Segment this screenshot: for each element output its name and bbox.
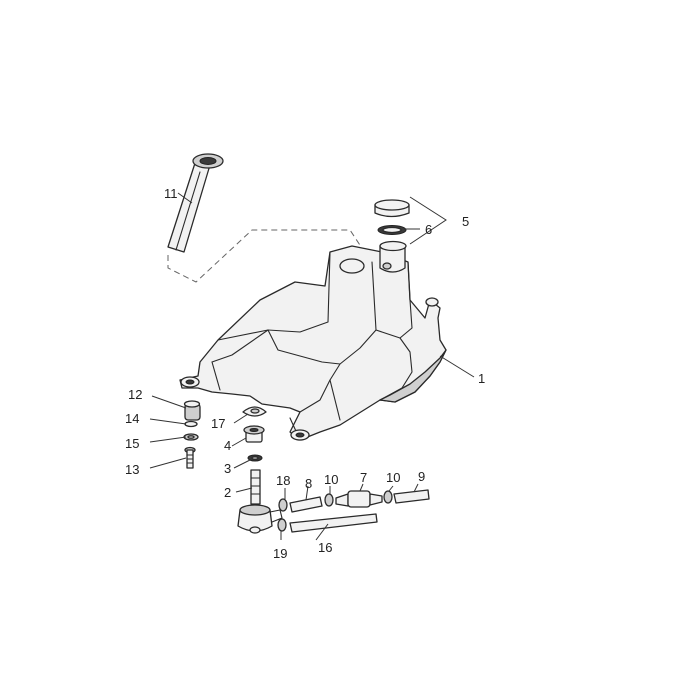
callout-16: 16: [318, 540, 332, 555]
callout-5: 5: [462, 214, 469, 229]
callout-10-right: 10: [386, 470, 400, 485]
part-19-clamp: [277, 518, 287, 532]
callout-4: 4: [224, 438, 231, 453]
part-5-cap: [374, 199, 410, 218]
callout-18: 18: [276, 473, 290, 488]
callout-10-left: 10: [324, 472, 338, 487]
part-10-clamp-right: [383, 490, 393, 504]
part-3-o-ring: [247, 454, 263, 462]
callout-12: 12: [128, 387, 142, 402]
callout-17: 17: [211, 416, 225, 431]
callout-9: 9: [418, 469, 425, 484]
part-1-fuel-tank: [179, 240, 447, 441]
part-16-hose: [289, 513, 378, 533]
part-6-seal: [377, 225, 407, 235]
callout-19: 19: [273, 546, 287, 561]
part-4-grommet: [243, 425, 265, 443]
callout-7: 7: [360, 470, 367, 485]
assembly-dash-line: [167, 229, 376, 283]
part-12-bushing: [183, 400, 201, 421]
callout-6: 6: [425, 222, 432, 237]
part-9-hose: [393, 489, 430, 504]
callout-15: 15: [125, 436, 139, 451]
callout-labels: 1 2 3 4 5 6 7 8 9 10 10 11 12 13 14 15 1…: [125, 186, 485, 561]
part-10-clamp-left: [324, 493, 334, 507]
callout-13: 13: [125, 462, 139, 477]
part-7-fuel-filter: [335, 490, 383, 508]
callout-11: 11: [164, 186, 178, 201]
callout-3: 3: [224, 461, 231, 476]
part-8-hose: [289, 496, 323, 513]
part-13-bolt: [184, 446, 196, 469]
part-11-filler-tube: [167, 153, 224, 253]
part-2-fuel-pump: [237, 469, 283, 534]
callout-8: 8: [305, 476, 312, 491]
part-14-washer: [184, 420, 198, 428]
callout-1: 1: [478, 371, 485, 386]
callout-14: 14: [125, 411, 139, 426]
callout-2: 2: [224, 485, 231, 500]
part-15-washer: [183, 433, 199, 441]
part-18-clamp: [278, 498, 288, 512]
part-17-clip: [242, 406, 267, 417]
leader-lines: [149, 192, 475, 541]
